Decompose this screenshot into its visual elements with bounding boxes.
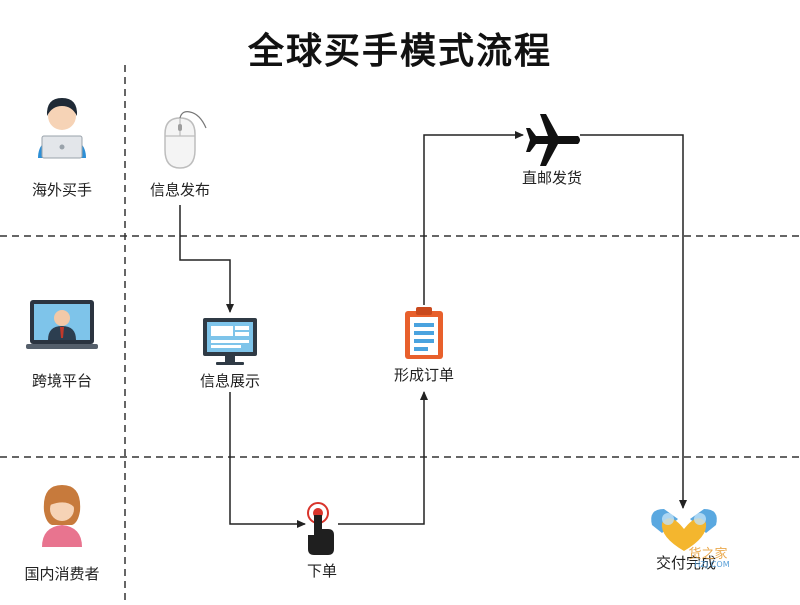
arrow-publish-to-display — [179, 205, 234, 313]
airplane-icon — [526, 114, 580, 166]
platform-icon — [26, 300, 98, 349]
arrow-order-to-form — [338, 391, 428, 525]
clipboard-icon — [405, 307, 443, 359]
lane-label-consumer: 国内消费者 — [24, 565, 100, 583]
node-label-publish: 信息发布 — [149, 181, 211, 199]
arrow-form-to-ship — [423, 131, 524, 305]
arrow-ship-to-complete — [580, 134, 687, 509]
monitor-icon — [203, 318, 257, 365]
watermark-subtext: HZJ.COM — [694, 560, 730, 569]
node-label-ship: 直邮发货 — [521, 169, 583, 187]
page-title: 全球买手模式流程 — [247, 31, 552, 72]
lane-label-platform: 跨境平台 — [31, 372, 93, 390]
handshake-icon — [651, 509, 717, 551]
overseas-buyer-icon — [38, 98, 86, 159]
mouse-icon — [164, 111, 207, 169]
watermark-text: 货之家 — [688, 547, 728, 562]
lane-label-overseas-buyer: 海外买手 — [31, 181, 93, 199]
node-label-form-order: 形成订单 — [393, 366, 455, 384]
node-label-complete: 交付完成 — [655, 554, 717, 572]
consumer-icon — [42, 485, 82, 547]
touch-icon — [307, 502, 334, 555]
arrow-display-to-order — [229, 392, 306, 528]
node-label-display: 信息展示 — [199, 372, 261, 390]
node-label-order: 下单 — [306, 562, 338, 580]
